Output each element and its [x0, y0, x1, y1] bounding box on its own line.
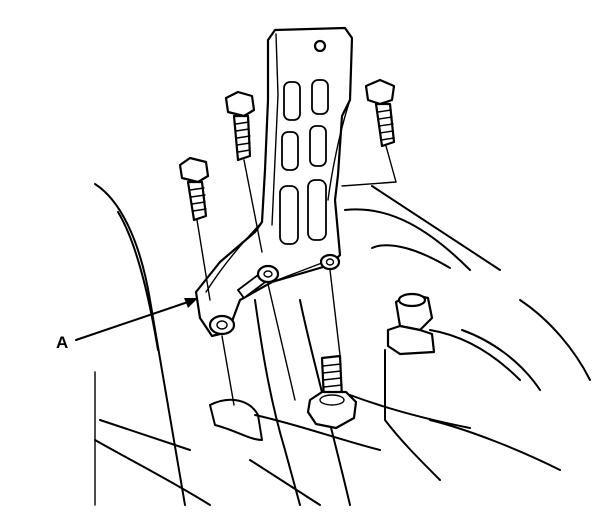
engine-mount-bracket: [194, 26, 354, 338]
callout-a: A: [56, 298, 198, 352]
callout-a-arrowhead: [184, 298, 198, 308]
callout-a-leader: [75, 301, 189, 341]
bolt-center: [224, 90, 256, 162]
bolt-right: [364, 78, 396, 148]
nut-fitting: [386, 292, 436, 356]
engine-housing-lines: [94, 183, 591, 506]
callout-a-label: A: [56, 333, 68, 352]
alignment-lines: [196, 145, 397, 406]
bolt-left: [178, 156, 210, 222]
stud-bolt: [306, 354, 358, 430]
